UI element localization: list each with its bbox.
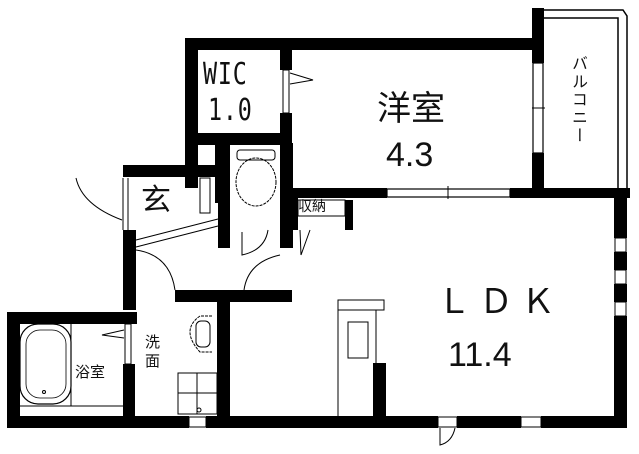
ldk-label: ＬＤＫ — [437, 282, 563, 322]
entrance-label: 玄 — [141, 183, 171, 218]
wic-label: WIC — [203, 57, 248, 92]
walls — [7, 8, 630, 428]
balcony-label: バルコニー — [569, 55, 588, 145]
balcony-outline — [544, 9, 628, 190]
western-room-size: 4.3 — [386, 136, 434, 174]
storage-label: 収納 — [298, 199, 326, 215]
washroom-label: 洗面 — [145, 333, 161, 370]
bathroom-label: 浴室 — [75, 363, 106, 381]
ldk-size: 11.4 — [448, 336, 512, 374]
western-room-label: 洋室 — [377, 89, 445, 129]
wic-size: 1.0 — [208, 93, 253, 128]
